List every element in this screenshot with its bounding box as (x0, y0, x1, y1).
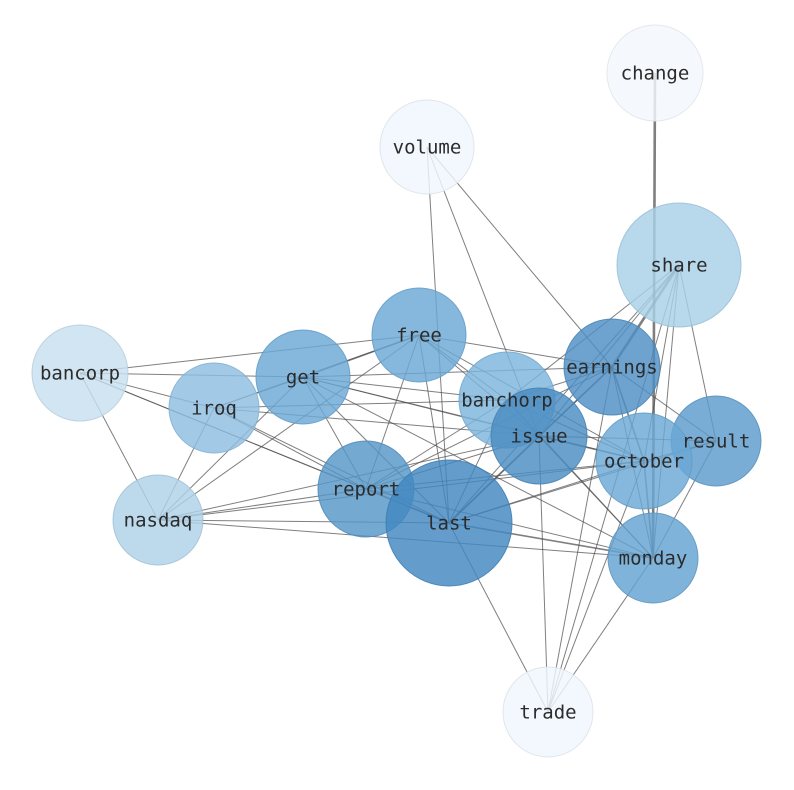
graph-node-bancorp[interactable] (31, 324, 129, 422)
graph-edge (157, 334, 420, 521)
graph-node-monday[interactable] (607, 512, 699, 604)
graph-node-free[interactable] (371, 287, 467, 383)
graph-node-get[interactable] (255, 329, 351, 425)
graph-node-change[interactable] (606, 24, 704, 122)
node-layer (31, 24, 762, 758)
graph-node-issue[interactable] (490, 387, 588, 485)
graph-node-last[interactable] (385, 459, 513, 587)
graph-edge (547, 366, 613, 713)
graph-edge (79, 334, 420, 374)
graph-node-trade[interactable] (502, 666, 594, 758)
graph-edge (302, 366, 613, 378)
graph-node-iroq[interactable] (168, 362, 260, 454)
graph-node-share[interactable] (616, 202, 742, 328)
graph-node-october[interactable] (595, 412, 693, 510)
graph-edge (213, 399, 508, 409)
graph-node-volume[interactable] (379, 99, 475, 195)
graph-node-earnings[interactable] (563, 318, 661, 416)
graph-node-nasdaq[interactable] (112, 474, 204, 566)
